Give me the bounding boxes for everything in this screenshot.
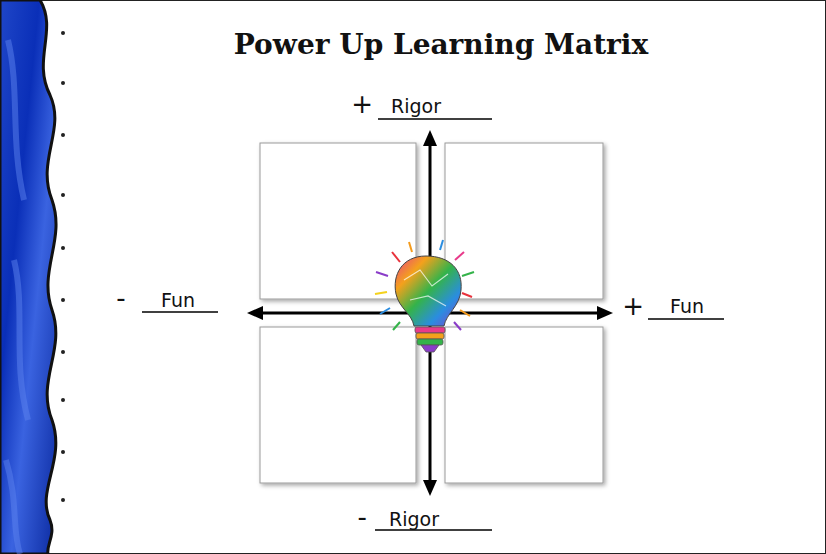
- lightbulb-icon: [375, 240, 474, 352]
- axis-label: Rigor: [389, 510, 439, 529]
- axis-sign: +: [622, 293, 644, 319]
- axis-sign: +: [351, 91, 373, 117]
- axis-sign: -: [116, 285, 125, 311]
- axis-label: Rigor: [391, 97, 441, 116]
- title: Power Up Learning Matrix: [234, 31, 648, 59]
- axis-label: Fun: [670, 297, 704, 316]
- axis-label: Fun: [161, 291, 195, 310]
- axis-sign: -: [358, 504, 367, 530]
